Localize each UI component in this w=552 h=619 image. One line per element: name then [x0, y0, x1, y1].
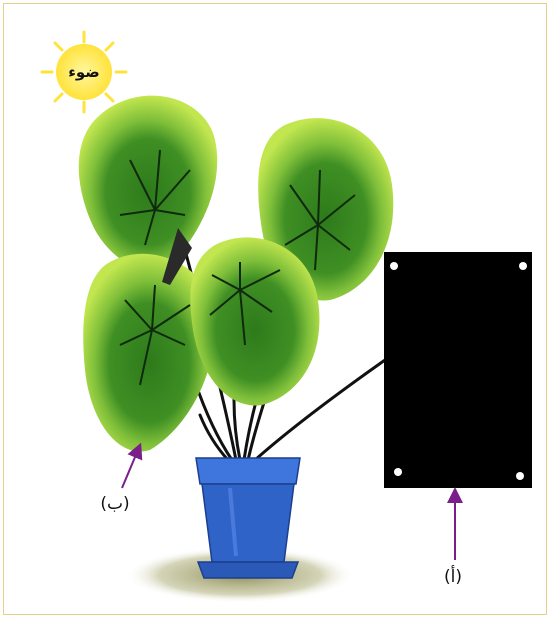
- black-card: [384, 252, 532, 488]
- label-b: (ب): [100, 494, 129, 514]
- flower-pot: [196, 458, 300, 578]
- leaf-center: [190, 237, 319, 405]
- leaf-upper-left: [79, 96, 217, 271]
- label-a: (أ): [444, 565, 462, 587]
- sun-label: ضوء: [68, 63, 100, 81]
- arrow-b: [122, 450, 138, 488]
